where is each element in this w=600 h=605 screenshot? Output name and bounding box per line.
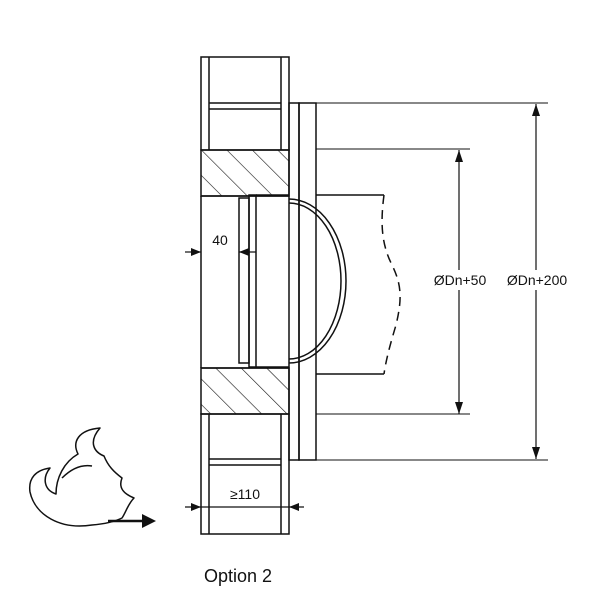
dimension-label-40: 40 [212,232,228,248]
extension-lines [200,102,548,520]
dimension-label-inner: ØDn+50 [434,272,487,288]
arrow-right-icon [108,514,156,528]
dimension-inner-diameter: ØDn+50 [428,150,492,414]
dimension-label-wall: ≥110 [230,486,260,502]
fire-icon [28,427,135,527]
wall-upper [200,56,290,151]
dimension-label-outer: ØDn+200 [507,272,568,288]
wall-lower [200,413,290,535]
insert-collar [238,194,289,368]
wall-section-top-hatch [200,149,290,197]
dimension-outer-diameter: ØDn+200 [500,104,574,459]
duct [316,194,401,375]
dimension-insert-width: 40 [185,232,256,256]
wall-opening [200,195,289,369]
dimension-wall-thickness: ≥110 [185,486,304,511]
mounting-plate [288,102,317,461]
caption: Option 2 [204,566,272,586]
damper-blade [288,198,347,364]
wall-section-bottom-hatch [200,367,290,415]
